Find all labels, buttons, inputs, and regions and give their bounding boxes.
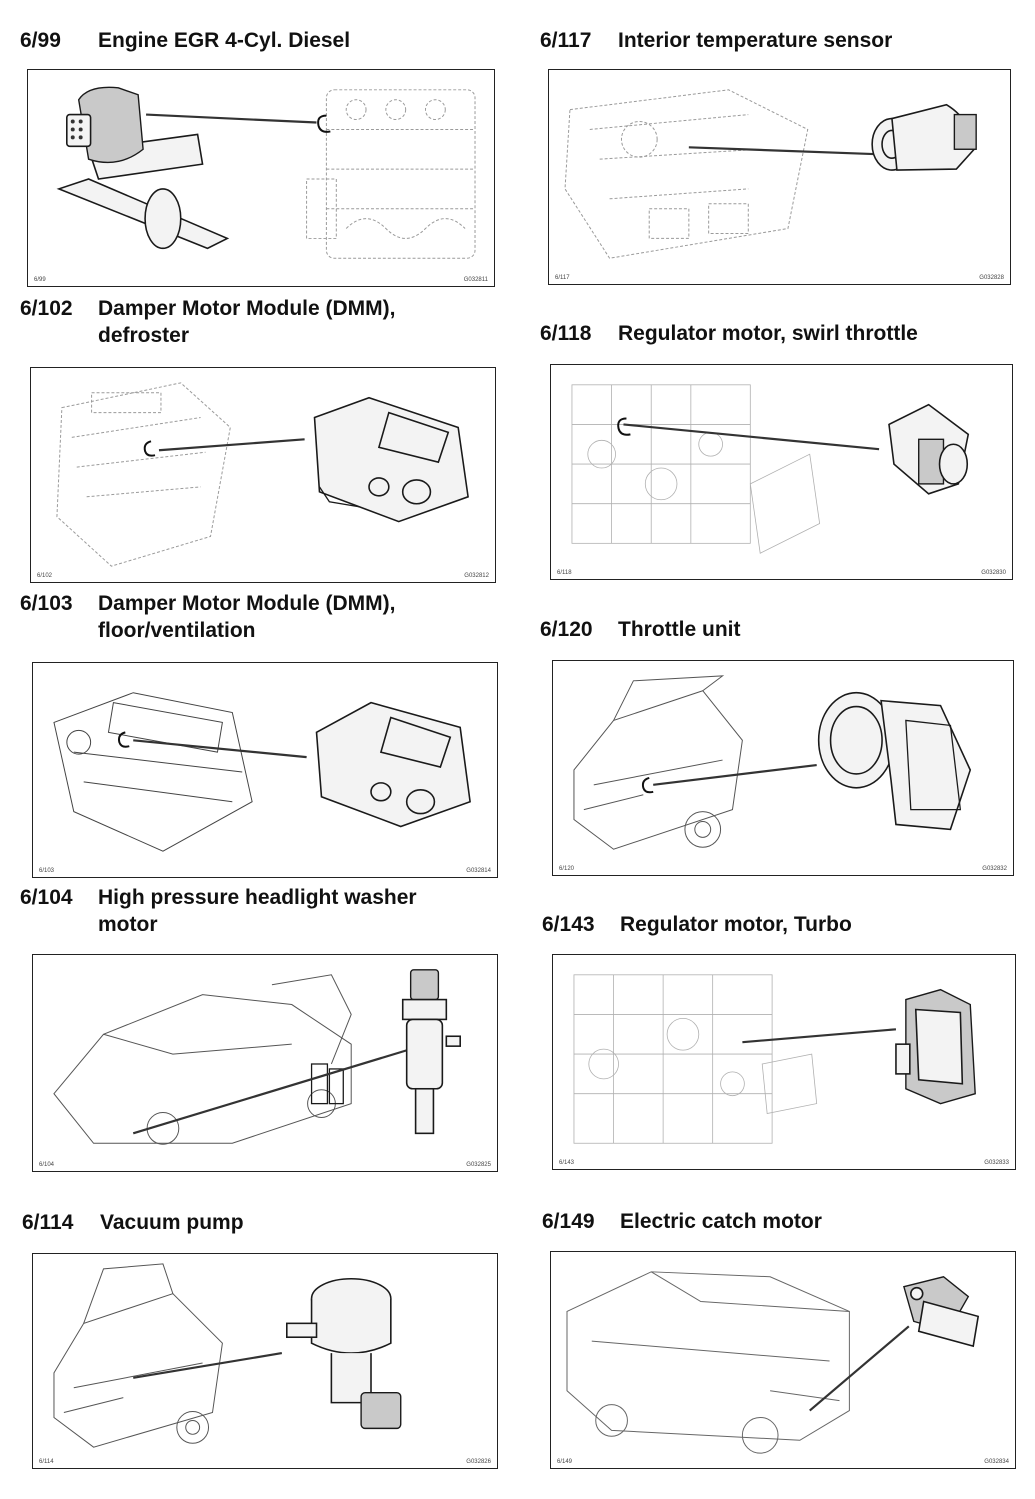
- entry-6-117: 6/117 Interior temperature sensor 6/117 …: [540, 27, 1020, 289]
- figure-caption-left: 6/118: [557, 570, 572, 576]
- figure-caption-left: 6/114: [39, 1459, 54, 1465]
- entry-number: 6/99: [20, 29, 61, 52]
- figure-caption-right: G032814: [466, 868, 491, 874]
- entry-number: 6/118: [540, 322, 592, 345]
- figure-caption-right: G032825: [466, 1162, 491, 1168]
- dmm-floor-ventilation-illustration: [53, 692, 471, 852]
- entry-6-118: 6/118 Regulator motor, swirl throttle 6/…: [540, 320, 1020, 582]
- figure-caption-right: G032828: [979, 275, 1004, 281]
- entry-title: Damper Motor Module (DMM),floor/ventilat…: [98, 592, 396, 642]
- headlight-washer-motor-illustration: [53, 969, 461, 1145]
- entry-number: 6/114: [22, 1211, 74, 1234]
- figure-caption-right: G032832: [982, 866, 1007, 872]
- throttle-unit-illustration: [573, 675, 972, 850]
- entry-6-99: 6/99 Engine EGR 4-Cyl. Diesel 6/99 G0: [20, 27, 500, 289]
- entry-title: Interior temperature sensor: [618, 29, 893, 52]
- diagram-panel: 6/120 G032832: [552, 660, 1014, 876]
- entry-number: 6/117: [540, 29, 592, 52]
- entry-6-149: 6/149 Electric catch motor 6/149 G032834: [542, 1208, 1022, 1470]
- entry-6-143: 6/143 Regulator motor, Turbo 6/143 G0328…: [542, 911, 1022, 1173]
- entry-6-102: 6/102 Damper Motor Module (DMM),defroste…: [20, 295, 500, 585]
- electric-catch-motor-illustration: [566, 1271, 980, 1454]
- entry-title: Damper Motor Module (DMM),defroster: [98, 297, 396, 347]
- figure-caption-left: 6/117: [555, 275, 570, 281]
- entry-title: Vacuum pump: [100, 1211, 244, 1234]
- diagram-panel: 6/118 G032830: [550, 364, 1013, 580]
- figure-caption-left: 6/104: [39, 1162, 55, 1168]
- vacuum-pump-illustration: [53, 1263, 402, 1448]
- figure-caption-right: G032830: [981, 570, 1006, 576]
- entry-title: Electric catch motor: [620, 1210, 822, 1233]
- entry-6-114: 6/114 Vacuum pump 6/114 G032826: [22, 1209, 502, 1471]
- figure-caption-right: G032812: [464, 573, 489, 579]
- entry-number: 6/143: [542, 913, 595, 936]
- figure-caption-right: G032833: [984, 1160, 1009, 1166]
- egr-valve-illustration: [56, 86, 476, 259]
- diagram-panel: 6/99 G032811: [27, 69, 495, 287]
- diagram-panel: 6/114 G032826: [32, 1253, 498, 1469]
- diagram-panel: 6/104 G032825: [32, 954, 498, 1172]
- diagram-panel: 6/149 G032834: [550, 1251, 1016, 1469]
- turbo-regulator-motor-illustration: [573, 974, 976, 1144]
- figure-caption-left: 6/120: [559, 866, 575, 872]
- figure-caption-left: 6/102: [37, 573, 53, 579]
- interior-temperature-sensor-illustration: [564, 89, 977, 259]
- dmm-defroster-illustration: [56, 382, 469, 567]
- figure-caption-right: G032834: [984, 1459, 1009, 1465]
- entry-title: Engine EGR 4-Cyl. Diesel: [98, 29, 351, 52]
- entry-number: 6/120: [540, 618, 593, 641]
- figure-caption-left: 6/103: [39, 868, 55, 874]
- entry-6-103: 6/103 Damper Motor Module (DMM),floor/ve…: [20, 590, 500, 880]
- figure-caption-left: 6/143: [559, 1160, 575, 1166]
- figure-caption-left: 6/99: [34, 277, 46, 283]
- diagram-panel: 6/143 G032833: [552, 954, 1016, 1170]
- diagram-panel: 6/103 G032814: [32, 662, 498, 878]
- entry-title: Throttle unit: [618, 618, 741, 641]
- figure-caption-left: 6/149: [557, 1459, 573, 1465]
- swirl-throttle-motor-illustration: [571, 384, 970, 554]
- diagram-panel: 6/102 G032812: [30, 367, 496, 583]
- entry-title: Regulator motor, swirl throttle: [618, 322, 918, 345]
- entry-number: 6/149: [542, 1210, 595, 1233]
- entry-title: Regulator motor, Turbo: [620, 913, 852, 936]
- entry-6-120: 6/120 Throttle unit 6/120 G032832: [540, 616, 1020, 878]
- diagram-panel: 6/117 G032828: [548, 69, 1011, 285]
- entry-number: 6/103: [20, 592, 73, 615]
- figure-caption-right: G032826: [466, 1459, 491, 1465]
- entry-number: 6/102: [20, 297, 73, 320]
- figure-caption-right: G032811: [463, 277, 488, 283]
- entry-number: 6/104: [20, 886, 73, 909]
